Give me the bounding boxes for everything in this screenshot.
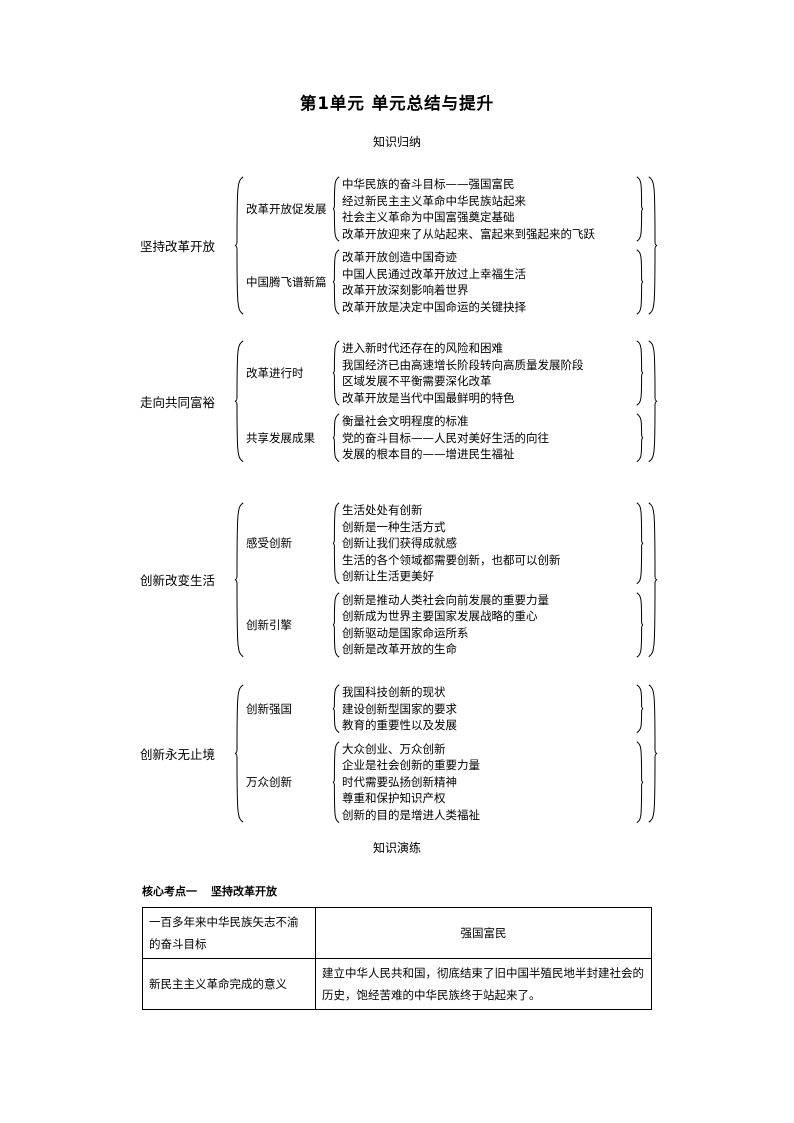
mindmap-level2-label: 万众创新 — [246, 774, 292, 789]
mindmap-level2-brace — [332, 684, 340, 734]
mindmap-leaf: 生活处处有创新 — [342, 503, 423, 517]
mindmap-level2-closing-brace — [636, 502, 644, 585]
mindmap-level1-brace — [234, 502, 244, 658]
mindmap-level2-closing-brace — [636, 684, 644, 734]
mindmap-leaf: 中国人民通过改革开放过上幸福生活 — [342, 266, 526, 281]
mindmap-level2-closing-brace — [636, 591, 644, 658]
mindmap-leaf: 创新驱动是国家命运所系 — [342, 625, 469, 640]
mindmap-level2-brace — [332, 176, 340, 242]
mindmap-level2-closing-brace — [636, 340, 644, 406]
mindmap-level2-closing-brace — [636, 740, 644, 824]
mindmap-level2-label: 创新强国 — [246, 701, 292, 716]
mindmap-level1-label: 坚持改革开放 — [140, 239, 216, 254]
table-cell-term: 一百多年来中华民族矢志不渝的奋斗目标 — [142, 907, 316, 959]
mindmap-leaf: 改革开放创造中国奇迹 — [342, 250, 457, 264]
table-row: 新民主主义革命完成的意义建立中华人民共和国，彻底结束了旧中国半殖民地半封建社会的… — [142, 958, 652, 1010]
mindmap-leaf: 创新是推动人类社会向前发展的重要力量 — [342, 592, 549, 607]
mindmap-leaf: 改革开放深刻影响着世界 — [342, 283, 469, 297]
mindmap-branch: 中国腾飞谱新篇 改革开放创造中国奇迹中国人民通过改革开放过上幸福生活改革开放深刻影… — [246, 249, 646, 315]
mindmap-level1-brace — [234, 176, 244, 315]
mindmap-level2-label: 共享发展成果 — [246, 430, 315, 445]
mindmap-level1-label: 走向共同富裕 — [140, 394, 216, 410]
mindmap-level1-closing-brace — [648, 502, 658, 658]
mindmap-leaf: 党的奋斗目标——人民对美好生活的向往 — [342, 430, 549, 445]
mindmap-leaf: 尊重和保护知识产权 — [342, 791, 446, 805]
mindmap-level1-closing-brace — [648, 176, 658, 315]
mindmap-leaf: 我国经济已由高速增长阶段转向高质量发展阶段 — [342, 357, 584, 372]
table-cell-definition: 强国富民 — [315, 907, 652, 959]
mindmap-branch: 共享发展成果 衡量社会文明程度的标准党的奋斗目标——人民对美好生活的向往发展的根本… — [246, 413, 646, 463]
mindmap-leaf: 我国科技创新的现状 — [342, 685, 446, 699]
mindmap-leaf: 社会主义革命为中国富强奠定基础 — [342, 210, 515, 224]
mindmap-leaf: 时代需要弘扬创新精神 — [342, 774, 457, 789]
mindmap-branch: 感受创新 生活处处有创新创新是一种生活方式创新让我们获得成就感生活的各个领域都需要… — [246, 502, 646, 585]
mindmap-level2-brace — [332, 413, 340, 463]
mindmap-level2-brace — [332, 591, 340, 658]
keypoint-header: 核心考点一 坚持改革开放 — [142, 883, 277, 899]
mindmap-level1-brace — [234, 684, 244, 823]
keypoint-header-topic: 坚持改革开放 — [211, 885, 277, 898]
mindmap-leaf: 建设创新型国家的要求 — [342, 701, 457, 716]
mindmap-branch: 创新强国 我国科技创新的现状建设创新型国家的要求教育的重要性以及发展 — [246, 684, 646, 734]
table-cell-term: 新民主主义革命完成的意义 — [142, 958, 316, 1010]
keypoint-table: 一百多年来中华民族矢志不渝的奋斗目标强国富民新民主主义革命完成的意义建立中华人民… — [142, 907, 652, 1010]
section-subtitle-knowledge: 知识归纳 — [372, 135, 421, 149]
mindmap-level2-brace — [332, 249, 340, 315]
mindmap-level2-closing-brace — [636, 413, 644, 463]
mindmap-level1-label: 创新永无止境 — [140, 747, 216, 762]
mindmap-group: 走向共同富裕 改革进行时 进入新时代还存在的风险和困难我国经济已由高速增长阶段转向高… — [140, 340, 660, 463]
mindmap-leaf: 生活的各个领域都需要创新，也都可以创新 — [342, 552, 561, 567]
mindmap-leaf: 创新的目的是增进人类福祉 — [342, 807, 480, 822]
mindmap-level2-brace — [332, 740, 340, 824]
mindmap-level1-closing-brace — [648, 684, 658, 823]
table-cell-definition: 建立中华人民共和国，彻底结束了旧中国半殖民地半封建社会的历史，饱经苦难的中华民族… — [315, 958, 652, 1010]
mindmap-level2-label: 创新引擎 — [246, 617, 292, 632]
mindmap-leaf: 进入新时代还存在的风险和困难 — [342, 341, 503, 355]
mindmap-level2-label: 改革进行时 — [246, 366, 304, 380]
mindmap-branch: 创新引擎 创新是推动人类社会向前发展的重要力量创新成为世界主要国家发展战略的重心创… — [246, 591, 646, 658]
mindmap-level2-closing-brace — [636, 176, 644, 242]
mindmap-leaf: 企业是社会创新的重要力量 — [342, 758, 480, 772]
mindmap-group: 创新永无止境 创新强国 我国科技创新的现状建设创新型国家的要求教育的重要性以及发展万… — [140, 684, 660, 823]
mindmap-level2-label: 感受创新 — [246, 536, 292, 551]
mindmap-leaf: 创新是改革开放的生命 — [342, 642, 457, 656]
mindmap-level1-brace — [234, 340, 244, 463]
mindmap-branch: 改革开放促发展 中华民族的奋斗目标——强国富民经过新民主主义革命中华民族站起来社会… — [246, 176, 646, 242]
mindmap-level1-label: 创新改变生活 — [140, 573, 216, 589]
mindmap-leaf: 改革开放是决定中国命运的关键抉择 — [342, 299, 526, 314]
mindmap-leaf: 大众创业、万众创新 — [342, 741, 446, 756]
mindmap-level1-closing-brace — [648, 340, 658, 463]
mindmap-branch: 改革进行时 进入新时代还存在的风险和困难我国经济已由高速增长阶段转向高质量发展阶段… — [246, 340, 646, 406]
mindmap-level2-closing-brace — [636, 249, 644, 315]
mindmap-leaf: 教育的重要性以及发展 — [342, 718, 457, 732]
mindmap-group: 创新改变生活 感受创新 生活处处有创新创新是一种生活方式创新让我们获得成就感生活的各… — [140, 502, 660, 658]
mindmap-level2-brace — [332, 340, 340, 406]
mindmap-leaf: 创新成为世界主要国家发展战略的重心 — [342, 609, 538, 623]
mindmap-leaf: 发展的根本目的——增进民生福祉 — [342, 447, 515, 461]
mindmap-leaf: 经过新民主主义革命中华民族站起来 — [342, 193, 526, 208]
mindmap-leaf: 创新是一种生活方式 — [342, 519, 446, 534]
keypoint-header-label: 核心考点一 — [142, 885, 197, 898]
mindmap-leaf: 创新让我们获得成就感 — [342, 536, 457, 550]
mindmap-leaf: 改革开放迎来了从站起来、富起来到强起来的飞跃 — [342, 226, 595, 241]
mindmap-leaf: 创新让生活更美好 — [342, 569, 434, 583]
mindmap-leaf: 中华民族的奋斗目标——强国富民 — [342, 177, 515, 191]
mindmap-leaf: 衡量社会文明程度的标准 — [342, 414, 469, 428]
page-title: 第1单元 单元总结与提升 — [299, 94, 495, 113]
mindmap-level2-label: 改革开放促发展 — [246, 202, 327, 216]
mindmap-branch: 万众创新 大众创业、万众创新企业是社会创新的重要力量时代需要弘扬创新精神尊重和保护… — [246, 740, 646, 824]
mindmap-level2-label: 中国腾飞谱新篇 — [246, 275, 327, 289]
table-row: 一百多年来中华民族矢志不渝的奋斗目标强国富民 — [142, 907, 652, 959]
mindmap-level2-brace — [332, 502, 340, 585]
mindmap-leaf: 改革开放是当代中国最鲜明的特色 — [342, 390, 515, 405]
mindmap-group: 坚持改革开放 改革开放促发展 中华民族的奋斗目标——强国富民经过新民主主义革命中华民… — [140, 176, 660, 315]
mindmap-leaf: 区域发展不平衡需要深化改革 — [342, 374, 492, 388]
section-subtitle-practice: 知识演练 — [372, 841, 421, 855]
